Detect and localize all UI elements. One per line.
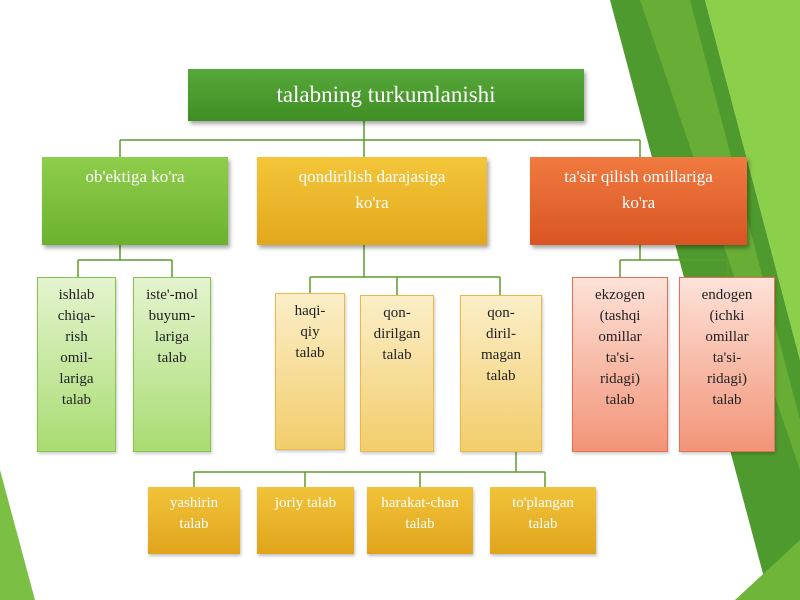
- background-corner-left: [0, 470, 35, 600]
- leaf-consumer-goods-label: iste'-mol buyum- lariga talab: [146, 287, 198, 366]
- connector-leaf-bottom: [193, 452, 546, 487]
- bottom-accumulated-demand-label: to'plangan talab: [512, 495, 574, 532]
- bottom-accumulated-demand: to'plangan talab: [490, 487, 596, 554]
- leaf-production-factors: ishlab chiqa- rish omil- lariga talab: [37, 277, 116, 452]
- category-satisfaction: qondirilish darajasiga ko'ra: [257, 157, 487, 245]
- category-object: ob'ektiga ko'ra: [42, 157, 228, 245]
- bottom-active-demand: harakat-chan talab: [367, 487, 473, 554]
- leaf-endogenous: endogen (ichki omillar ta'si- ridagi) ta…: [679, 277, 775, 452]
- bottom-current-demand-label: joriy talab: [274, 495, 337, 511]
- connector-category2-leaves: [309, 245, 501, 295]
- bottom-hidden-demand: yashirin talab: [148, 487, 240, 554]
- diagram-title-text: talabning turkumlanishi: [276, 82, 496, 107]
- leaf-real-demand-label: haqi- qiy talab: [294, 303, 326, 361]
- leaf-unsatisfied-demand-label: qon- diril- magan talab: [481, 305, 521, 384]
- connector-category1-leaves: [77, 245, 173, 277]
- bottom-hidden-demand-label: yashirin talab: [169, 495, 219, 532]
- category-object-label: ob'ektiga ko'ra: [85, 167, 185, 186]
- leaf-exogenous: ekzogen (tashqi omillar ta'si- ridagi) t…: [572, 277, 668, 452]
- background-corner-right: [735, 540, 800, 600]
- background-stripe-light: [705, 0, 800, 360]
- leaf-exogenous-label: ekzogen (tashqi omillar ta'si- ridagi) t…: [595, 287, 645, 408]
- leaf-consumer-goods: iste'-mol buyum- lariga talab: [133, 277, 211, 452]
- category-factors-label: ta'sir qilish omillariga ko'ra: [564, 167, 713, 212]
- leaf-production-factors-label: ishlab chiqa- rish omil- lariga talab: [57, 287, 96, 408]
- leaf-satisfied-demand: qon- dirilgan talab: [360, 295, 434, 452]
- leaf-satisfied-demand-label: qon- dirilgan talab: [373, 305, 421, 363]
- bottom-active-demand-label: harakat-chan talab: [381, 495, 459, 532]
- diagram-title: talabning turkumlanishi: [188, 69, 584, 121]
- connector-category3-leaves: [619, 245, 729, 277]
- category-factors: ta'sir qilish omillariga ko'ra: [530, 157, 747, 245]
- leaf-unsatisfied-demand: qon- diril- magan talab: [460, 295, 542, 452]
- bottom-current-demand: joriy talab: [257, 487, 354, 554]
- category-satisfaction-label: qondirilish darajasiga ko'ra: [298, 167, 446, 212]
- connector-title-categories: [119, 121, 641, 157]
- leaf-real-demand: haqi- qiy talab: [275, 293, 345, 450]
- leaf-endogenous-label: endogen (ichki omillar ta'si- ridagi) ta…: [701, 287, 753, 408]
